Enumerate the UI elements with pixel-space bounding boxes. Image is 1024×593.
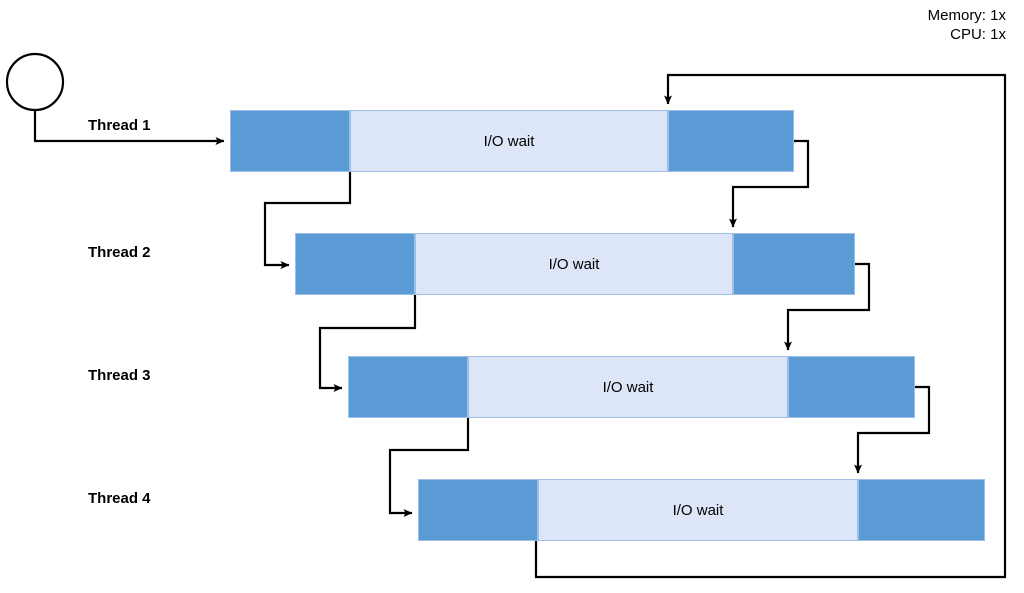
cpu-segment-4-3 xyxy=(858,479,985,541)
io-wait-segment-2-2: I/O wait xyxy=(415,233,733,295)
io-wait-segment-1-2: I/O wait xyxy=(350,110,668,172)
connector-thread1-end-to-thread2-cpu xyxy=(729,139,810,228)
thread-label-2: Thread 2 xyxy=(88,244,151,261)
cpu-segment-3-1 xyxy=(348,356,468,418)
io-wait-segment-4-2: I/O wait xyxy=(538,479,858,541)
cpu-segment-4-1 xyxy=(418,479,538,541)
connector-thread4-loopback-to-thread1-cpu xyxy=(534,73,1007,579)
cpu-segment-2-3 xyxy=(733,233,855,295)
connector-thread3-to-thread4-start xyxy=(388,418,470,517)
thread-label-4: Thread 4 xyxy=(88,490,151,507)
thread-timeline-bar-2: I/O wait xyxy=(295,233,855,295)
cpu-segment-3-3 xyxy=(788,356,915,418)
cpu-segment-1-3 xyxy=(668,110,794,172)
cpu-segment-1-1 xyxy=(230,110,350,172)
thread-timeline-bar-1: I/O wait xyxy=(230,110,794,172)
cpu-usage-label: CPU: 1x xyxy=(950,26,1006,43)
connector-thread3-end-to-thread4-cpu xyxy=(854,385,931,474)
resource-usage-note: Memory: 1x CPU: 1x xyxy=(928,6,1006,44)
start-node-circle xyxy=(5,52,65,112)
thread-timeline-bar-3: I/O wait xyxy=(348,356,915,418)
thread-timeline-bar-4: I/O wait xyxy=(418,479,985,541)
io-wait-segment-3-2: I/O wait xyxy=(468,356,788,418)
thread-label-1: Thread 1 xyxy=(88,117,151,134)
connector-start-to-thread1 xyxy=(33,110,225,145)
connector-thread2-to-thread3-start xyxy=(318,295,417,392)
connector-thread1-to-thread2-start xyxy=(263,172,352,269)
connector-thread2-end-to-thread3-cpu xyxy=(784,262,871,351)
memory-usage-label: Memory: 1x xyxy=(927,7,1006,24)
cpu-segment-2-1 xyxy=(295,233,415,295)
thread-label-3: Thread 3 xyxy=(88,367,151,384)
